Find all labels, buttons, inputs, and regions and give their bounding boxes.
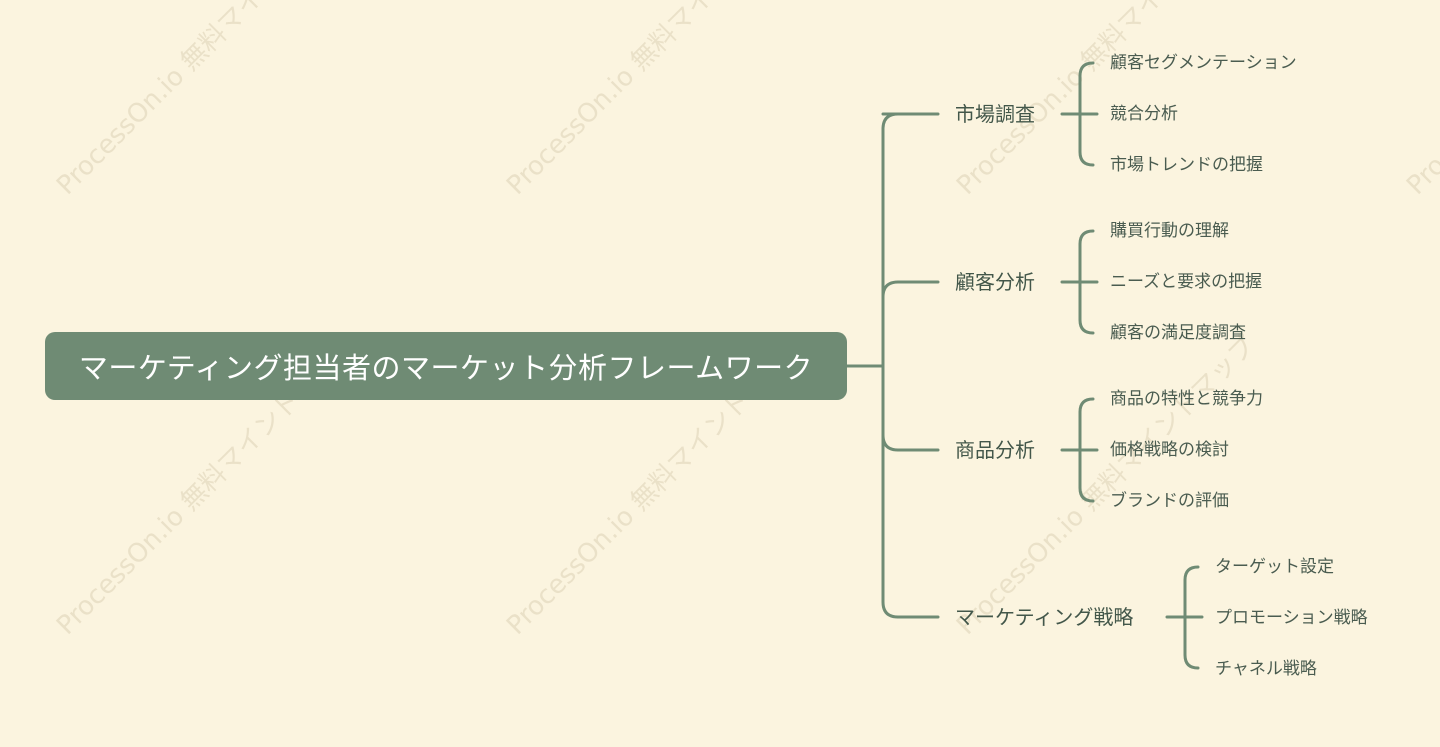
leaf-node[interactable]: ニーズと要求の把握 [1110,272,1263,292]
leaf-node[interactable]: ブランドの評価 [1110,491,1229,511]
branch-spine [881,112,900,619]
branch-node[interactable]: 商品分析 [955,438,1035,462]
leaf-bracket-2 [1060,229,1099,335]
leaf-bracket-3 [1060,397,1099,503]
leaf-node[interactable]: 価格戦略の検討 [1110,440,1229,460]
leaf-node[interactable]: 購買行動の理解 [1110,221,1229,241]
leaf-bracket-4 [1165,565,1204,670]
branch-stub-3 [881,433,940,452]
leaf-node[interactable]: プロモーション戦略 [1215,608,1368,628]
leaf-node[interactable]: ターゲット設定 [1215,557,1334,577]
leaf-node[interactable]: 競合分析 [1110,104,1178,124]
leaf-node[interactable]: 顧客の満足度調査 [1110,323,1246,343]
leaf-node[interactable]: 市場トレンドの把握 [1110,155,1263,175]
branch-node[interactable]: 市場調査 [955,102,1035,126]
branch-node[interactable]: 顧客分析 [955,270,1035,294]
leaf-node[interactable]: 商品の特性と競争力 [1110,389,1263,409]
leaf-node[interactable]: チャネル戦略 [1215,659,1317,679]
branch-node[interactable]: マーケティング戦略 [955,605,1134,629]
root-node[interactable]: マーケティング担当者のマーケット分析フレームワーク [45,332,847,400]
leaf-bracket-1 [1060,61,1099,167]
leaf-node[interactable]: 顧客セグメンテーション [1110,53,1297,73]
branch-stub-2 [881,280,940,299]
